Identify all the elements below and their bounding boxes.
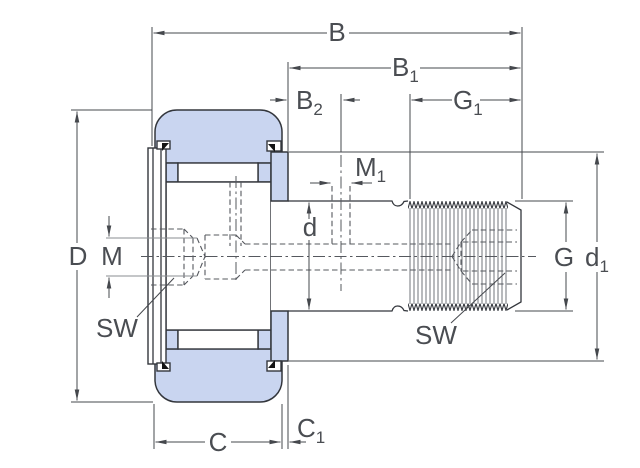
dim-label-d1: d1 — [585, 242, 609, 276]
dim-label-G: G — [554, 242, 574, 272]
thread-crest-top — [408, 201, 508, 209]
dim-label-G1: G1 — [453, 85, 483, 119]
cage-segment — [257, 162, 272, 183]
sw-right-leader — [450, 272, 506, 324]
cage-segment — [165, 329, 179, 350]
flange-upper — [270, 151, 289, 202]
dim-label-SW-left: SW — [96, 313, 138, 343]
extension-lines — [71, 27, 604, 449]
seal-top-left — [162, 143, 169, 151]
dim-label-SW-right: SW — [415, 320, 457, 350]
dim-label-B1: B1 — [392, 52, 419, 86]
stud-top-outline — [288, 200, 409, 207]
hex-socket-right-hidden-lines — [451, 229, 517, 285]
dim-label-M1: M1 — [355, 152, 386, 186]
cage-segment — [257, 329, 272, 350]
seal-top-right — [268, 144, 275, 152]
dim-label-B: B — [328, 17, 345, 47]
seal-bottom-right — [268, 360, 275, 368]
seal-bottom-left — [162, 361, 169, 369]
cage-segment — [165, 162, 179, 183]
m-thread-lines — [106, 237, 197, 277]
stud-bottom-outline — [288, 305, 409, 312]
dim-label-D: D — [69, 241, 88, 271]
dim-label-M: M — [101, 241, 123, 271]
dim-label-d: d — [303, 212, 317, 242]
flange-lower — [270, 310, 289, 362]
needle-roller — [177, 329, 259, 350]
dim-label-C: C — [209, 427, 228, 457]
stud-end-face — [506, 201, 522, 311]
needle-roller — [177, 162, 259, 183]
stud-flange — [270, 151, 289, 362]
sw-left-leader — [136, 277, 175, 318]
dim-label-C1: C1 — [297, 413, 325, 447]
seals — [162, 143, 275, 369]
dim-label-B2: B2 — [296, 85, 323, 119]
leader-lines — [136, 272, 506, 324]
thread-crest-bottom — [408, 303, 508, 311]
